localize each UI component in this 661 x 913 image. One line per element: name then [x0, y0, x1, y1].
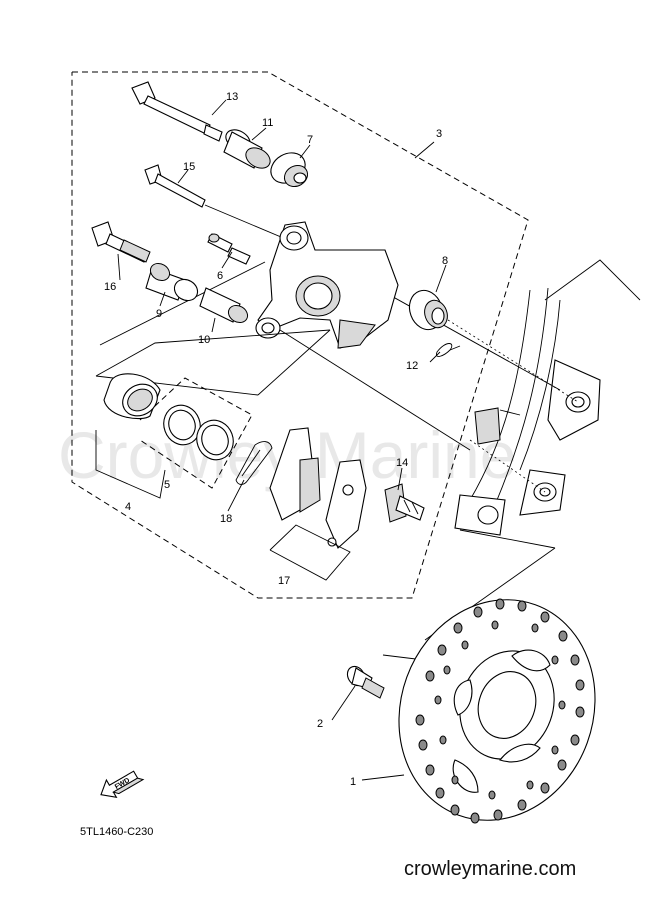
disc-bolt-2 [346, 665, 385, 699]
boot-9 [145, 262, 199, 302]
callout-9: 9 [156, 308, 162, 320]
bolt-16 [91, 221, 151, 263]
callout-13: 13 [226, 91, 238, 103]
caliper-body [255, 221, 399, 349]
callout-15: 15 [183, 161, 195, 173]
bleed-screw-6 [207, 233, 251, 265]
callout-16: 16 [104, 281, 116, 293]
callout-8: 8 [442, 255, 448, 267]
boot-7 [270, 152, 309, 188]
sleeve-11 [223, 129, 271, 169]
callout-18: 18 [220, 513, 232, 525]
bolt-13 [131, 81, 223, 142]
callout-1: 1 [350, 776, 356, 788]
seal-5 [163, 404, 234, 461]
callout-7: 7 [307, 134, 313, 146]
pad-spring-18 [235, 441, 273, 485]
callout-5: 5 [164, 479, 170, 491]
brake-disc-1 [398, 598, 596, 824]
callout-6: 6 [217, 270, 223, 282]
disc-holes [415, 598, 585, 824]
callout-4: 4 [125, 501, 131, 513]
diagram-code: 5TL1460-C230 [80, 826, 154, 838]
piston-group-outline [95, 329, 331, 499]
caliper-assembly-outline [71, 71, 529, 599]
callout-14: 14 [396, 457, 408, 469]
fwd-arrow-icon: FWD [100, 770, 145, 799]
brake-pads-17 [269, 427, 367, 581]
callout-10: 10 [198, 334, 210, 346]
callout-leaders [117, 99, 447, 781]
piston-4 [103, 373, 161, 420]
callout-3: 3 [436, 128, 442, 140]
callout-labels: 1 2 3 4 5 6 7 8 9 10 11 12 13 14 15 16 1… [104, 91, 448, 788]
pin-12 [436, 343, 461, 357]
boot-8 [408, 289, 448, 331]
site-footer: crowleymarine.com [404, 858, 577, 880]
callout-11: 11 [262, 117, 273, 129]
sleeve-10 [199, 287, 249, 324]
callout-2: 2 [317, 718, 323, 730]
bolt-15 [144, 164, 206, 208]
callout-17: 17 [278, 575, 290, 587]
pad-clip-14 [384, 483, 425, 523]
callout-12: 12 [406, 360, 418, 372]
fork-leg [454, 259, 641, 536]
